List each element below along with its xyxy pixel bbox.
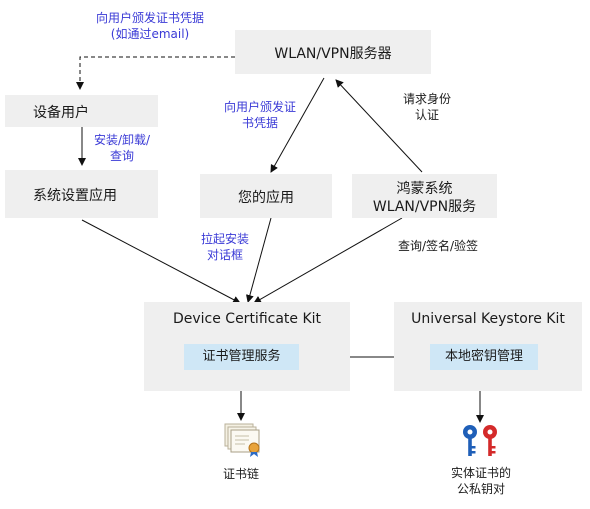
arrow-server-to-app xyxy=(270,77,325,173)
note-issue-cert-email: 向用户颁发证书凭据 (如通过email) xyxy=(70,10,230,42)
arrow-service-to-server xyxy=(335,79,423,173)
your-app-box: 您的应用 xyxy=(200,174,332,218)
harmony-service-label-line2: WLAN/VPN服务 xyxy=(372,199,477,215)
universal-keystore-kit-box: Universal Keystore Kit 本地密钥管理 xyxy=(394,302,582,391)
keypair-caption-line1: 实体证书的 xyxy=(450,466,511,480)
certificate-stack-icon xyxy=(224,423,260,457)
note-request-auth-line2: 认证 xyxy=(414,108,439,122)
note-install-uninstall-line2: 查询 xyxy=(109,149,134,163)
harmony-service-box: 鸿蒙系统 WLAN/VPN服务 xyxy=(352,174,497,218)
local-key-mgmt-box: 本地密钥管理 xyxy=(430,344,538,370)
key-pair-icon xyxy=(463,425,497,456)
wlan-vpn-server-label: WLAN/VPN服务器 xyxy=(274,46,392,62)
keypair-caption: 实体证书的 公私钥对 xyxy=(445,465,517,497)
note-issue-cert-app-line1: 向用户颁发证 xyxy=(223,100,296,114)
note-pull-dialog-line1: 拉起安装 xyxy=(200,232,249,246)
device-certificate-kit-label: Device Certificate Kit xyxy=(172,311,322,327)
note-query-sign-verify-text: 查询/签名/验签 xyxy=(397,239,479,253)
arrow-server-to-user-dashed xyxy=(76,56,235,90)
device-certificate-kit-box: Device Certificate Kit 证书管理服务 xyxy=(144,302,350,391)
arrow-settings-to-dck xyxy=(81,219,241,304)
note-issue-cert-email-line1: 向用户颁发证书凭据 xyxy=(95,11,204,25)
arrow-app-to-dck xyxy=(245,217,272,303)
note-request-auth-line1: 请求身份 xyxy=(402,92,451,106)
note-issue-cert-app-line2: 书凭据 xyxy=(241,116,278,130)
wlan-vpn-server-box: WLAN/VPN服务器 xyxy=(235,30,431,74)
note-issue-cert-email-line2: (如通过email) xyxy=(110,27,190,41)
settings-app-label: 系统设置应用 xyxy=(33,188,117,204)
keypair-caption-line2: 公私钥对 xyxy=(456,482,505,496)
cert-mgmt-service-box: 证书管理服务 xyxy=(184,344,299,370)
universal-keystore-kit-label: Universal Keystore Kit xyxy=(411,311,565,327)
cert-chain-caption: 证书链 xyxy=(222,467,259,481)
harmony-service-label-line1: 鸿蒙系统 xyxy=(396,181,453,197)
device-user-label: 设备用户 xyxy=(33,105,89,121)
note-pull-dialog: 拉起安装 对话框 xyxy=(192,231,258,263)
note-issue-cert-app: 向用户颁发证 书凭据 xyxy=(212,99,308,131)
note-query-sign-verify: 查询/签名/验签 xyxy=(386,238,490,254)
arrow-service-to-dck xyxy=(253,217,403,304)
note-pull-dialog-line2: 对话框 xyxy=(206,248,243,262)
note-request-auth: 请求身份 认证 xyxy=(392,91,462,123)
device-user-box: 设备用户 xyxy=(5,95,158,127)
note-install-uninstall-line1: 安装/卸载/ xyxy=(93,133,151,147)
settings-app-box: 系统设置应用 xyxy=(5,170,158,218)
your-app-label: 您的应用 xyxy=(238,190,294,206)
note-install-uninstall: 安装/卸载/ 查询 xyxy=(86,132,158,164)
